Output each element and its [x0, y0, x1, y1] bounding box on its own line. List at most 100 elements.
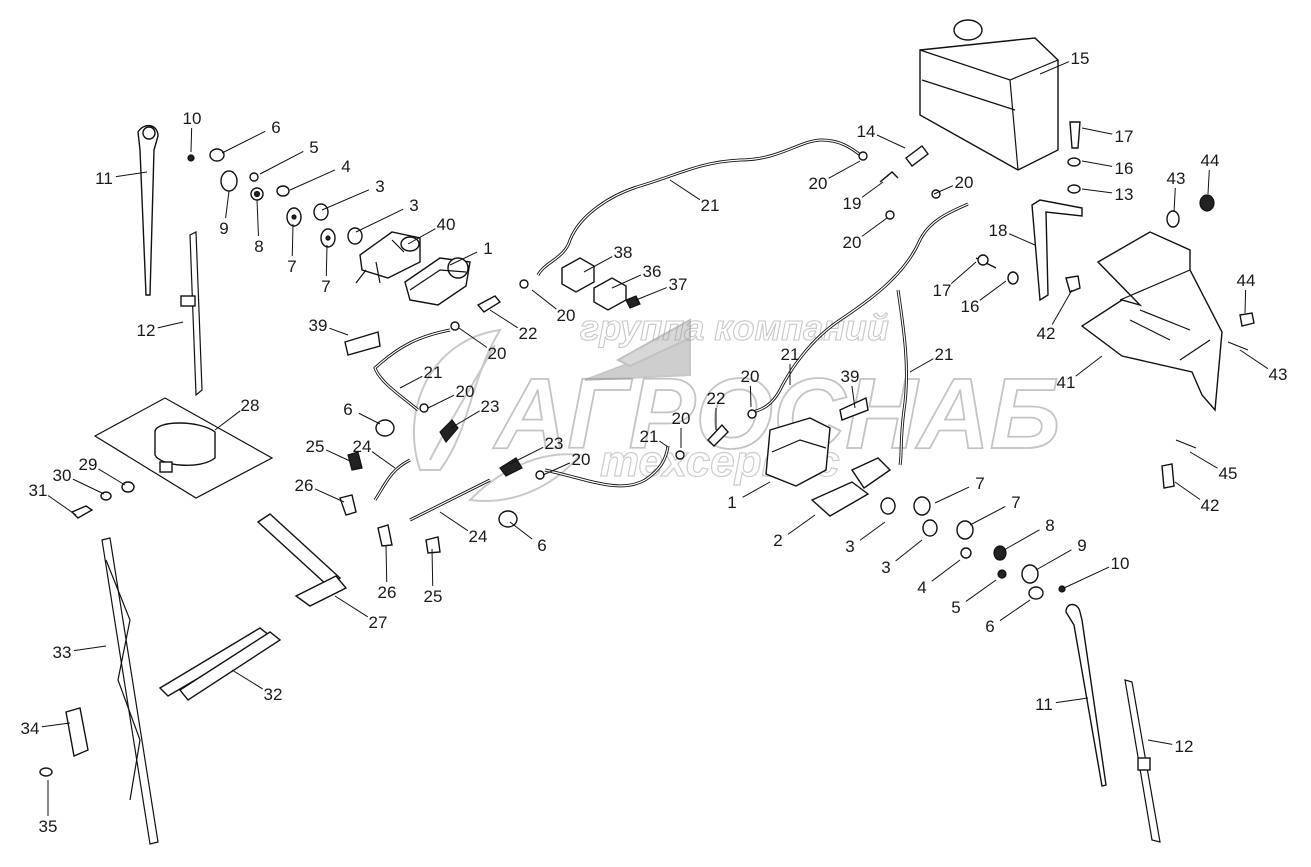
plugs-6: [375, 419, 518, 528]
callout-label-c4b: 4: [917, 578, 926, 597]
callout-label-c16b: 16: [961, 297, 980, 316]
leader-line-c32: [231, 669, 263, 690]
callout-label-c4a: 4: [341, 157, 350, 176]
tank-hardware: [1067, 121, 1215, 228]
callout-label-c3d: 3: [881, 558, 890, 577]
left-wiper-arm: [137, 125, 159, 296]
callout-label-c20d: 20: [572, 450, 591, 469]
callout-label-c38: 38: [614, 243, 633, 262]
leader-line-c39b: [851, 385, 856, 409]
leader-line-c20b: [458, 327, 488, 348]
leader-line-c21a: [399, 375, 423, 389]
right-motor-hardware: [880, 496, 1066, 600]
leader-line-c13: [1081, 188, 1113, 194]
leader-line-c3c: [859, 521, 886, 541]
leader-line-c2: [787, 514, 816, 535]
callout-label-c37: 37: [669, 275, 688, 294]
right-side-45-42: [1161, 439, 1197, 489]
callout-label-c15: 15: [1071, 49, 1090, 68]
callout-label-c14: 14: [857, 122, 876, 141]
callout-label-c28: 28: [241, 396, 260, 415]
leader-line-c21d: [909, 358, 934, 373]
right-wiper-motor-1: [765, 417, 831, 487]
leader-line-c7b: [325, 244, 328, 277]
callout-label-c20f: 20: [955, 173, 974, 192]
callout-label-c24a: 24: [353, 437, 372, 456]
leader-line-c36: [611, 274, 642, 289]
leader-line-c38: [583, 256, 613, 273]
callout-label-c17a: 17: [1115, 127, 1134, 146]
clip-34-35: [39, 707, 89, 777]
callout-label-c35: 35: [39, 817, 58, 836]
right-wiper-arm: [1065, 603, 1107, 787]
callout-label-c5b: 5: [951, 598, 960, 617]
leader-line-c33: [73, 645, 107, 652]
left-wiper-blade: [180, 231, 203, 397]
leader-line-c11b: [1055, 697, 1089, 704]
leader-line-c45: [1189, 451, 1218, 469]
callout-label-c23b: 23: [545, 434, 564, 453]
callout-label-c7a: 7: [287, 257, 296, 276]
leader-line-c20d: [542, 462, 571, 476]
callout-label-c3b: 3: [409, 196, 418, 215]
callout-label-c6a: 6: [271, 118, 280, 137]
callout-label-c44a: 44: [1201, 151, 1220, 170]
leader-line-c43b: [1239, 349, 1269, 370]
callout-label-c1a: 1: [483, 239, 492, 258]
large-wiper-blade-33: [101, 537, 159, 845]
callout-label-c20i: 20: [672, 409, 691, 428]
washer-hoses: [373, 138, 969, 522]
leader-line-c1b: [742, 481, 771, 498]
leader-line-c27: [334, 595, 368, 618]
leader-line-c16a: [1081, 160, 1113, 167]
callout-label-c13: 13: [1115, 185, 1134, 204]
leader-line-c6a: [221, 130, 266, 154]
leader-line-c4b: [931, 559, 961, 582]
callout-label-c3c: 3: [845, 537, 854, 556]
left-wiper-motor-1: [404, 257, 471, 306]
callout-label-c42a: 42: [1037, 324, 1056, 343]
leader-line-c17b: [950, 261, 977, 285]
callout-label-c32: 32: [264, 685, 283, 704]
callout-label-c45: 45: [1219, 464, 1238, 483]
leader-line-c15: [1039, 61, 1070, 75]
leader-line-c31: [47, 495, 77, 516]
bracket-18: [1031, 199, 1083, 302]
callout-label-c6d: 6: [985, 617, 994, 636]
callout-label-c40: 40: [437, 215, 456, 234]
callout-label-c26a: 26: [295, 476, 314, 495]
callout-label-c21e: 21: [640, 427, 659, 446]
callout-label-c20b: 20: [488, 344, 507, 363]
linkage-27: [256, 513, 348, 607]
leader-line-c24a: [371, 451, 396, 469]
callout-label-c43a: 43: [1167, 169, 1186, 188]
linkage-rods-32: [158, 627, 282, 701]
leader-line-c37: [635, 287, 667, 301]
callout-label-c34: 34: [21, 719, 40, 738]
callout-label-c10b: 10: [1111, 554, 1130, 573]
callout-label-c11b: 11: [1035, 695, 1053, 714]
callout-label-c8b: 8: [1045, 516, 1054, 535]
callout-label-c23a: 23: [481, 397, 500, 416]
clips-25-26: [339, 451, 441, 554]
leader-line-c20e: [828, 160, 861, 179]
leader-line-c44a: [1207, 169, 1210, 195]
leader-line-c5a: [259, 151, 304, 175]
watermark-logo-leaf: [412, 318, 691, 502]
callout-label-c33: 33: [53, 643, 72, 662]
leader-line-c18: [1008, 233, 1036, 246]
leader-line-c3b: [355, 208, 404, 233]
washer-tank: [919, 19, 1059, 171]
leader-line-c23b: [509, 446, 544, 465]
callout-label-c21c: 21: [781, 345, 800, 364]
leader-line-c1a: [449, 251, 478, 266]
callout-label-c1b: 1: [727, 493, 736, 512]
tank-bracket-41: [1065, 231, 1255, 412]
callout-label-c7d: 7: [1011, 493, 1020, 512]
right-wiper-motor-2: [810, 457, 892, 517]
callout-label-c7b: 7: [321, 277, 330, 296]
callout-label-c12a: 12: [137, 321, 156, 340]
leader-line-c12b: [1147, 739, 1173, 745]
callout-label-c5a: 5: [309, 138, 318, 157]
leader-line-c8a: [256, 199, 259, 237]
